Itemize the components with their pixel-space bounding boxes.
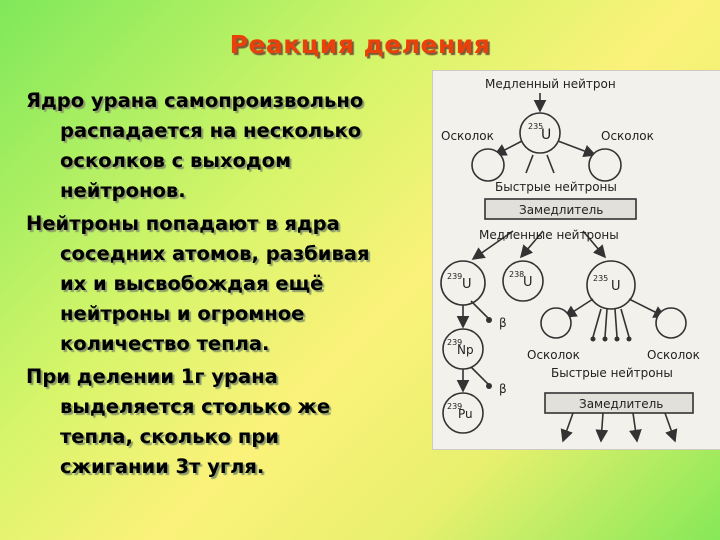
paragraph-3: При делении 1г урана выделяется столько … [26,365,331,478]
label-u238-symbol: U [523,275,533,290]
label-moderator-1: Замедлитель [519,203,603,217]
label-u238-mass: 238 [509,270,524,279]
label-u235-mass: 235 [528,122,543,131]
label-fragment-right: Осколок [601,129,654,143]
label-u235b-mass: 235 [593,274,608,283]
label-u235b-symbol: U [611,279,621,294]
paragraph-2: Нейтроны попадают в ядра соседних атомов… [26,212,370,355]
fission-diagram-svg: Медленный нейтрон Осколок Осколок 235 U … [440,77,700,443]
slide-title: Реакция деления [229,30,491,59]
label-np-symbol: Np [457,343,474,357]
label-np-mass: 239 [447,338,462,347]
label-u239-mass: 239 [447,272,462,281]
label-fragment-left-2: Осколок [527,348,580,362]
label-moderator-2: Замедлитель [579,397,663,411]
label-pu-mass: 239 [447,402,462,411]
paragraph-1: Ядро урана самопроизвольно распадается н… [26,89,364,202]
label-fragment-right-2: Осколок [647,348,700,362]
label-u239-symbol: U [462,277,472,292]
label-beta-2: β [499,382,507,396]
label-slow-neutrons: Медленные нейтроны [479,228,619,242]
label-slow-neutron: Медленный нейтрон [485,77,616,91]
slide-body: Ядро урана самопроизвольно распадается н… [26,86,394,485]
fission-diagram: Медленный нейтрон Осколок Осколок 235 U … [432,70,720,450]
label-u-symbol: U [541,127,551,143]
label-pu-symbol: Pu [458,407,473,421]
label-fragment-left: Осколок [441,129,494,143]
label-beta-1: β [499,316,507,330]
label-fast-neutrons-2: Быстрые нейтроны [551,366,673,380]
label-fast-neutrons-1: Быстрые нейтроны [495,180,617,194]
